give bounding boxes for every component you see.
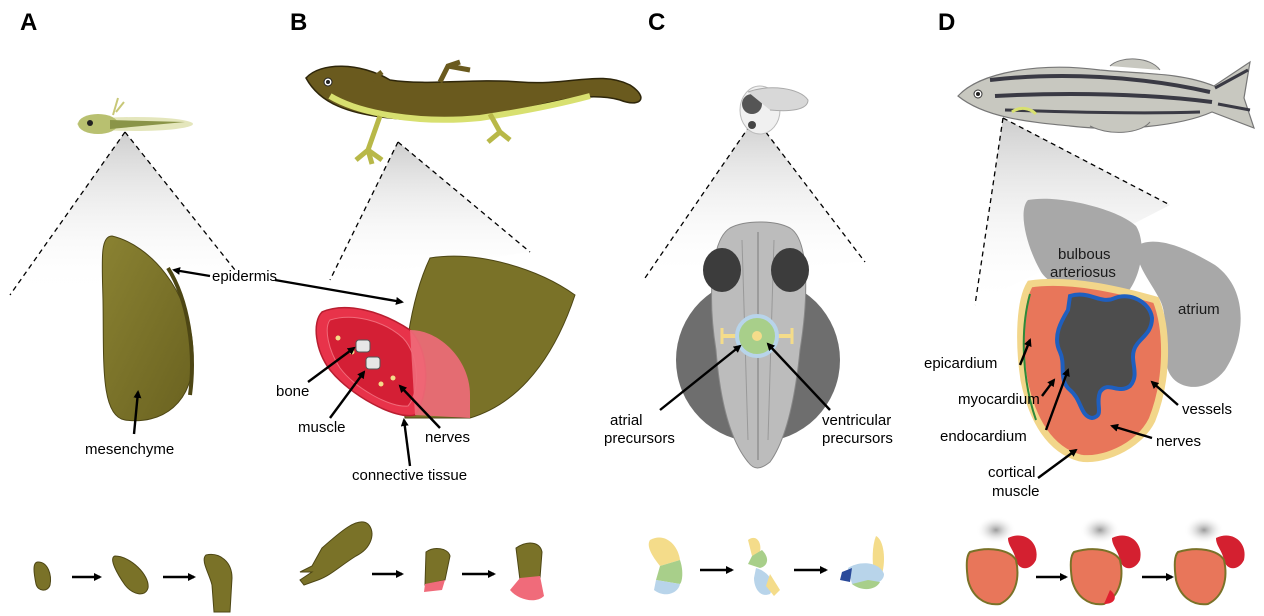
sequence-a — [34, 554, 232, 612]
label-muscle: muscle — [298, 419, 346, 436]
salamander-icon — [306, 62, 641, 164]
label-ventricular-1: ventricular — [822, 412, 891, 429]
sequence-c — [649, 536, 884, 596]
eye-left — [703, 248, 741, 292]
label-myocardium: myocardium — [958, 391, 1040, 408]
sequence-d — [967, 516, 1245, 604]
arrow-epidermis-b — [275, 280, 402, 302]
label-ventricular-2: precursors — [822, 430, 893, 447]
label-cortical-1: cortical — [988, 464, 1036, 481]
tadpole-icon — [77, 98, 193, 134]
label-endocardium: endocardium — [940, 428, 1027, 445]
label-epicardium: epicardium — [924, 355, 997, 372]
arrow-cortical — [1038, 450, 1076, 478]
panel-c: C atrial precursors ventricular — [604, 9, 893, 596]
eye-right — [771, 248, 809, 292]
panel-b: B bone muscle nerv — [276, 9, 641, 600]
panel-letter-c: C — [648, 9, 665, 36]
arrow-connective — [404, 420, 410, 466]
panel-d: D bulbous arteriosus atrium epicardium m — [924, 9, 1254, 604]
sequence-b — [300, 522, 544, 600]
label-epidermis: epidermis — [212, 268, 277, 285]
label-bulbous-2: arteriosus — [1050, 264, 1116, 281]
label-bone: bone — [276, 383, 309, 400]
label-atrium: atrium — [1178, 301, 1220, 318]
label-atrial-1: atrial — [610, 412, 643, 429]
label-atrial-2: precursors — [604, 430, 675, 447]
panel-letter-d: D — [938, 9, 955, 36]
label-nerves-d: nerves — [1156, 433, 1201, 450]
panel-letter-b: B — [290, 9, 307, 36]
label-connective-tissue: connective tissue — [352, 467, 467, 484]
label-mesenchyme: mesenchyme — [85, 441, 174, 458]
label-bulbous-1: bulbous — [1058, 246, 1111, 263]
panel-letter-a: A — [20, 9, 37, 36]
embryo-icon — [740, 86, 808, 134]
label-vessels: vessels — [1182, 401, 1232, 418]
label-nerves-b: nerves — [425, 429, 470, 446]
label-cortical-2: muscle — [992, 483, 1040, 500]
